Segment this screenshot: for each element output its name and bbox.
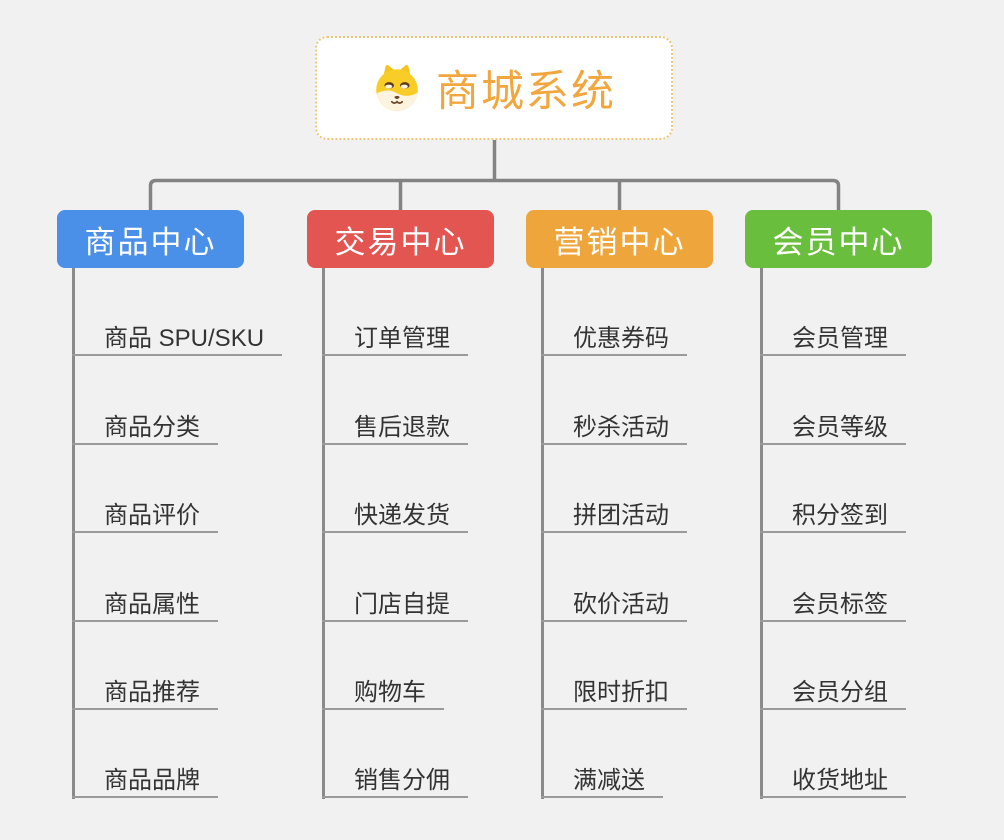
tree-item[interactable]: 快递发货 bbox=[322, 495, 468, 533]
tree-item[interactable]: 商品品牌 bbox=[72, 760, 218, 798]
root-title: 商城系统 bbox=[436, 68, 616, 116]
dog-face-icon bbox=[376, 65, 418, 111]
tree-item[interactable]: 收货地址 bbox=[760, 760, 906, 798]
tree-item[interactable]: 会员标签 bbox=[760, 584, 906, 622]
tree-item[interactable]: 优惠券码 bbox=[541, 318, 687, 356]
tree-item[interactable]: 会员管理 bbox=[760, 318, 906, 356]
tree-item[interactable]: 商品分类 bbox=[72, 407, 218, 445]
tree-item[interactable]: 购物车 bbox=[322, 672, 444, 710]
branch-label: 商品中心 bbox=[84, 224, 217, 260]
branch-box-product[interactable]: 商品中心 bbox=[57, 210, 244, 268]
branch-label: 会员中心 bbox=[772, 224, 905, 260]
branch-label: 营销中心 bbox=[553, 224, 686, 260]
tree-item[interactable]: 商品属性 bbox=[72, 584, 218, 622]
tree-item[interactable]: 秒杀活动 bbox=[541, 407, 687, 445]
tree-item[interactable]: 售后退款 bbox=[322, 407, 468, 445]
tree-item[interactable]: 商品 SPU/SKU bbox=[72, 318, 283, 356]
branch-box-member[interactable]: 会员中心 bbox=[745, 210, 932, 268]
tree-item[interactable]: 满减送 bbox=[541, 760, 663, 798]
tree-item[interactable]: 会员分组 bbox=[760, 672, 906, 710]
tree-item[interactable]: 商品推荐 bbox=[72, 672, 218, 710]
tree-item[interactable]: 订单管理 bbox=[322, 318, 468, 356]
tree-item[interactable]: 拼团活动 bbox=[541, 495, 687, 533]
branch-box-marketing[interactable]: 营销中心 bbox=[526, 210, 713, 268]
tree-item[interactable]: 商品评价 bbox=[72, 495, 218, 533]
branch-bus-line bbox=[148, 178, 841, 211]
tree-item[interactable]: 限时折扣 bbox=[541, 672, 687, 710]
tree-item[interactable]: 销售分佣 bbox=[322, 760, 468, 798]
tree-item[interactable]: 会员等级 bbox=[760, 407, 906, 445]
tree-item[interactable]: 砍价活动 bbox=[541, 584, 687, 622]
branch-label: 交易中心 bbox=[334, 224, 467, 260]
tree-item[interactable]: 积分签到 bbox=[760, 495, 906, 533]
tree-item[interactable]: 门店自提 bbox=[322, 584, 468, 622]
branch-box-trade[interactable]: 交易中心 bbox=[307, 210, 494, 268]
root-node[interactable]: 商城系统 bbox=[315, 36, 673, 140]
